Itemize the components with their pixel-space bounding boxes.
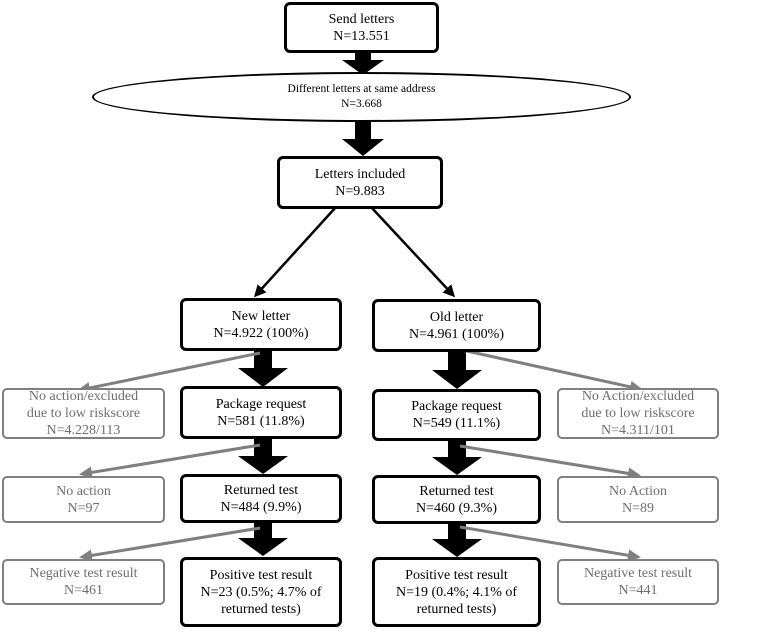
old-positive-note: returned tests) (416, 601, 497, 617)
old-no-action-excluded-label: No Action/excluded (581, 389, 695, 404)
arrow-to-new-negative (79, 526, 261, 562)
old-positive-label: Positive test result (405, 567, 508, 583)
block-arrow-send-to-filter (342, 52, 384, 75)
old-no-action-count: N=89 (621, 500, 654, 516)
arrow-to-old-negative (459, 525, 641, 562)
new-no-action-excluded-label: No action/excluded (28, 389, 139, 404)
old-negative-result-box: Negative test result N=441 (557, 559, 719, 605)
new-positive-count: N=23 (0.5%; 4.7% of (200, 584, 322, 600)
old-returned-count: N=460 (9.3%) (416, 500, 497, 516)
block-arrow-old-to-package (432, 351, 482, 389)
block-arrow-old-returned-to-positive (432, 521, 482, 557)
new-no-action-excluded-reason: due to low riskscore (26, 406, 141, 421)
new-package-count: N=581 (11.8%) (217, 413, 305, 429)
old-negative-count: N=441 (618, 583, 658, 598)
new-no-action-excluded-count: N=4.228/113 (46, 423, 121, 438)
new-letter-label: New letter (231, 308, 291, 324)
old-no-action-excluded-box: No Action/excluded due to low riskscore … (557, 388, 719, 439)
letters-included-label: Letters included (314, 166, 406, 182)
new-no-action-box: No action N=97 (2, 476, 165, 523)
letters-included-count: N=9.883 (335, 183, 385, 199)
new-returned-count: N=484 (9.9%) (220, 499, 302, 515)
send-letters-label: Send letters (328, 11, 395, 27)
old-no-action-excluded-count: N=4.311/101 (601, 423, 675, 438)
new-positive-result-box: Positive test result N=23 (0.5%; 4.7% of… (180, 557, 342, 627)
new-positive-note: returned tests) (221, 601, 301, 617)
letters-included-box: Letters included N=9.883 (277, 156, 443, 209)
new-package-label: Package request (215, 396, 307, 412)
arrow-included-to-old (370, 206, 456, 298)
old-no-action-label: No Action (609, 483, 667, 499)
old-positive-count: N=19 (0.4%; 4.1% of (395, 584, 518, 600)
old-no-action-box: No Action N=89 (557, 476, 719, 523)
old-package-request-box: Package request N=549 (11.1%) (372, 389, 541, 441)
old-letter-box: Old letter N=4.961 (100%) (372, 299, 541, 352)
new-no-action-label: No action (56, 483, 111, 499)
arrow-to-new-no-action-excluded (77, 351, 261, 394)
arrow-to-old-no-action (459, 444, 641, 480)
old-letter-count: N=4.961 (100%) (409, 326, 504, 342)
block-arrow-new-to-package (238, 349, 288, 387)
different-address-label: Different letters at same address (287, 83, 436, 95)
arrow-to-old-no-action-excluded (461, 348, 643, 393)
old-no-action-excluded-reason: due to low riskscore (581, 406, 695, 421)
arrow-included-to-new (253, 206, 337, 298)
new-package-request-box: Package request N=581 (11.8%) (180, 386, 342, 439)
new-letter-box: New letter N=4.922 (100%) (180, 298, 342, 351)
block-arrow-new-package-to-returned (238, 437, 288, 474)
new-returned-test-box: Returned test N=484 (9.9%) (180, 474, 342, 523)
block-arrow-new-returned-to-positive (238, 520, 288, 556)
old-returned-label: Returned test (419, 483, 494, 499)
block-arrow-filter-to-included (342, 118, 384, 156)
block-arrow-old-package-to-returned (432, 438, 482, 475)
old-returned-test-box: Returned test N=460 (9.3%) (372, 475, 541, 524)
old-package-count: N=549 (11.1%) (412, 416, 501, 431)
new-positive-label: Positive test result (209, 567, 313, 583)
new-negative-result-box: Negative test result N=461 (2, 559, 165, 605)
old-positive-result-box: Positive test result N=19 (0.4%; 4.1% of… (372, 557, 541, 627)
old-package-label: Package request (411, 399, 502, 414)
different-address-ellipse: Different letters at same address N=3.66… (92, 72, 631, 122)
new-no-action-count: N=97 (67, 500, 100, 516)
new-returned-label: Returned test (223, 482, 299, 498)
new-no-action-excluded-box: No action/excluded due to low riskscore … (2, 388, 165, 439)
different-address-count: N=3.668 (341, 98, 382, 110)
new-negative-label: Negative test result (29, 566, 138, 581)
new-negative-count: N=461 (63, 583, 103, 598)
new-letter-count: N=4.922 (100%) (213, 325, 309, 341)
old-letter-label: Old letter (429, 309, 484, 325)
old-negative-label: Negative test result (583, 566, 693, 581)
send-letters-box: Send letters N=13.551 (284, 2, 439, 53)
send-letters-count: N=13.551 (333, 28, 390, 44)
arrow-to-new-no-action (79, 443, 261, 479)
